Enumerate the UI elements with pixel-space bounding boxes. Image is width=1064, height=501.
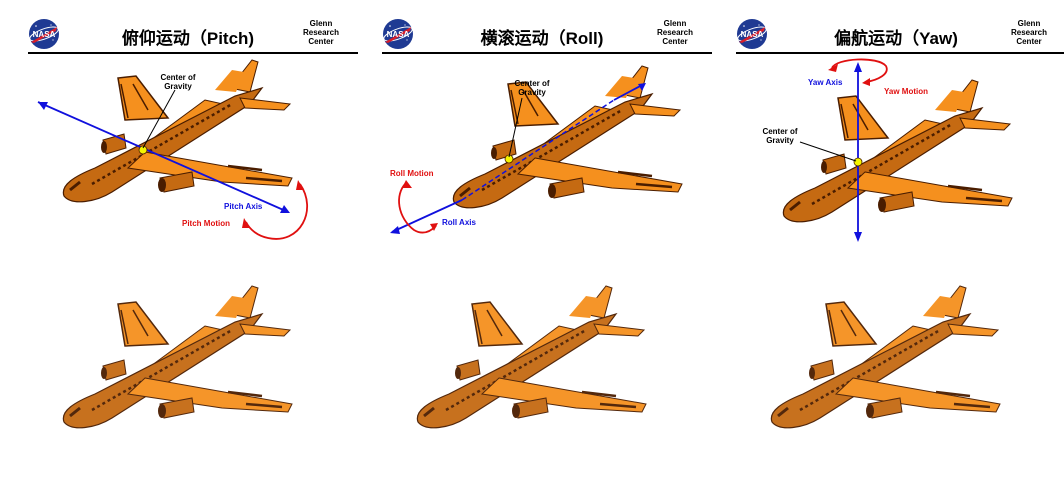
roll-motion-label: Roll Motion	[390, 169, 434, 178]
airplane-bottom	[417, 286, 646, 428]
roll-motion-arc	[399, 183, 436, 233]
yaw-scene: Center of Gravity Yaw Axis Yaw Motion	[736, 0, 1064, 501]
pitch-motion-label: Pitch Motion	[182, 219, 230, 228]
airplane-top	[453, 66, 682, 208]
roll-axis-label: Roll Axis	[442, 218, 476, 227]
pitch-axis-label: Pitch Axis	[224, 202, 263, 211]
pitch-panel: 俯仰运动（Pitch) Glenn Research Center Center…	[28, 0, 383, 501]
cg-label-line1: Center of	[762, 127, 797, 136]
center-of-gravity-dot	[854, 158, 862, 166]
roll-scene: Center of Gravity Roll Axis Roll Motion	[382, 0, 737, 501]
yaw-motion-label: Yaw Motion	[884, 87, 928, 96]
cg-label-line2: Gravity	[164, 82, 192, 91]
pitch-scene: Center of Gravity Pitch Axis Pitch Motio…	[28, 0, 383, 501]
yaw-panel: 偏航运动（Yaw) Glenn Research Center Center o…	[736, 0, 1064, 501]
airplane-bottom	[771, 286, 1000, 428]
cg-label-line2: Gravity	[518, 88, 546, 97]
airplane-top	[783, 80, 1012, 222]
cg-label-line1: Center of	[514, 79, 549, 88]
airplane-bottom	[63, 286, 292, 428]
cg-label-line1: Center of	[160, 73, 195, 82]
cg-label-line2: Gravity	[766, 136, 794, 145]
roll-panel: 横滚运动（Roll) Glenn Research Center Center …	[382, 0, 737, 501]
pitch-motion-arc	[246, 184, 307, 239]
yaw-axis-label: Yaw Axis	[808, 78, 843, 87]
